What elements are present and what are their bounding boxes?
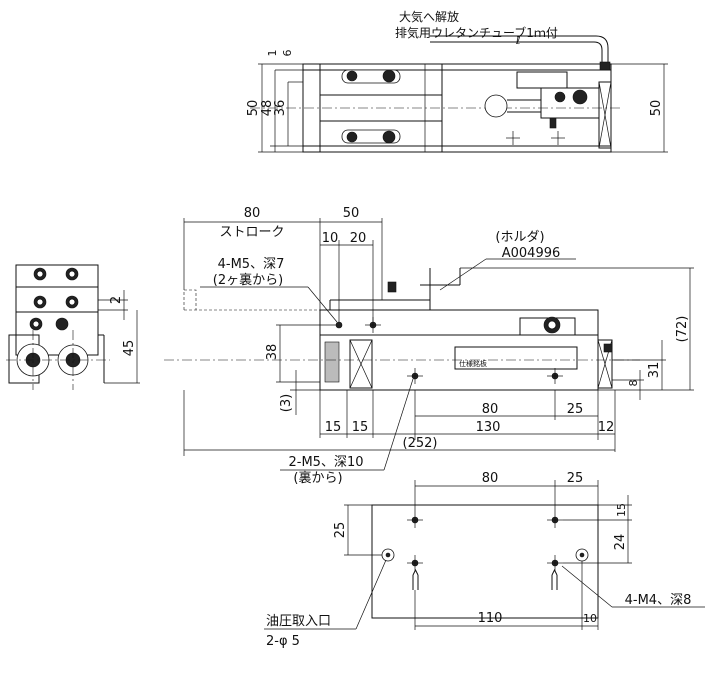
top-note-line1: 大気へ解放 bbox=[399, 9, 459, 24]
side-dim-2: 2 bbox=[109, 296, 124, 304]
bottom-dim-15: 15 bbox=[615, 503, 628, 517]
bottom-dim-10: 10 bbox=[583, 612, 597, 625]
front-dim-20: 20 bbox=[350, 231, 367, 246]
tap-note-2: 2-M5、深10 bbox=[289, 455, 364, 470]
tap-note-2b: (裏から) bbox=[293, 471, 342, 486]
bottom-tap-note: 4-M4、深8 bbox=[625, 593, 692, 608]
spec-plate-label: 仕様銘板 bbox=[459, 359, 487, 368]
front-dim-25: 25 bbox=[567, 402, 584, 417]
top-dim-36: 36 bbox=[273, 100, 288, 117]
bottom-dim-25-left: 25 bbox=[333, 522, 348, 539]
front-dim-80-top: 80 bbox=[244, 206, 261, 221]
bottom-dim-25-top: 25 bbox=[567, 471, 584, 486]
front-dim-252: (252) bbox=[403, 436, 438, 451]
front-dim-12: 12 bbox=[598, 420, 615, 435]
bottom-dim-110: 110 bbox=[478, 611, 503, 626]
top-view: ℓ 大気へ解放 排気用ウレタンチューブ1ｍ付 50 48 36 1 6 50 bbox=[246, 9, 668, 153]
side-view: 2 45 bbox=[6, 264, 140, 390]
front-dim-15b: 15 bbox=[352, 420, 369, 435]
front-dim-31: 31 bbox=[647, 362, 662, 379]
side-dim-45: 45 bbox=[122, 340, 137, 357]
front-dim-130: 130 bbox=[476, 420, 501, 435]
bottom-view: 80 25 25 15 24 4-M4、深8 110 10 油圧取入口 2-φ … bbox=[264, 471, 705, 649]
tap-note-1b: (2ヶ裏から) bbox=[213, 273, 283, 288]
holder-label: (ホルダ) bbox=[495, 230, 544, 245]
tap-note-1: 4-M5、深7 bbox=[218, 257, 285, 272]
port-spec: 2-φ 5 bbox=[266, 634, 300, 649]
bottom-dim-80: 80 bbox=[482, 471, 499, 486]
front-dim-72: (72) bbox=[675, 316, 690, 343]
front-dim-10: 10 bbox=[322, 231, 339, 246]
top-note-line2: 排気用ウレタンチューブ1ｍ付 bbox=[395, 25, 558, 40]
top-dim-1: 1 bbox=[266, 50, 279, 57]
front-dim-15a: 15 bbox=[325, 420, 342, 435]
top-dim-48: 48 bbox=[260, 100, 275, 117]
front-dim-50-top: 50 bbox=[343, 206, 360, 221]
front-dim-8: 8 bbox=[627, 380, 640, 387]
holder-code: A004996 bbox=[502, 246, 561, 261]
front-dim-3: (3) bbox=[279, 394, 294, 412]
top-dim-50-left: 50 bbox=[246, 100, 261, 117]
top-dim-6: 6 bbox=[281, 50, 294, 57]
stroke-label: ストローク bbox=[219, 225, 284, 240]
svg-text:ℓ: ℓ bbox=[515, 34, 521, 47]
top-dim-50-right: 50 bbox=[649, 100, 664, 117]
front-dim-38: 38 bbox=[265, 344, 280, 361]
front-dim-80-bottom: 80 bbox=[482, 402, 499, 417]
port-label: 油圧取入口 bbox=[266, 614, 331, 629]
front-view: 仕様銘板 80 ストローク 50 10 20 (ホルダ) A00 bbox=[164, 206, 694, 486]
bottom-dim-24: 24 bbox=[613, 534, 628, 551]
